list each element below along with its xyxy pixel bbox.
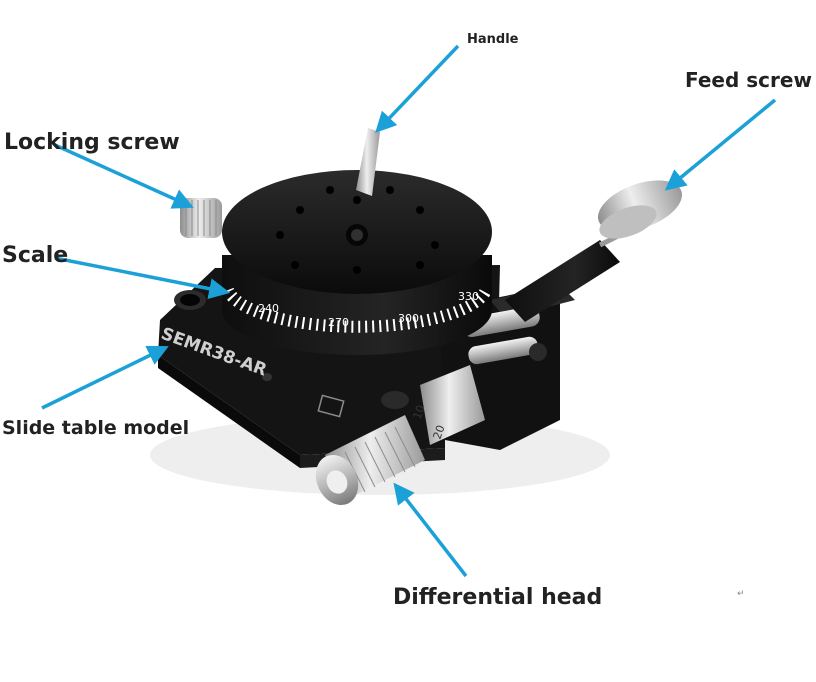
rotary-table: 240 270 300 330 bbox=[222, 170, 492, 355]
scale-number: 330 bbox=[458, 290, 479, 303]
scale-number: 270 bbox=[328, 316, 349, 329]
handle-arrow bbox=[375, 44, 460, 134]
scale-number: 240 bbox=[258, 302, 279, 315]
locking-screw-label: Locking screw bbox=[4, 130, 180, 155]
micrometer-number: 10 bbox=[411, 403, 428, 421]
feed-screw-arrow bbox=[664, 98, 777, 191]
differential-head: 10 20 bbox=[315, 365, 485, 506]
scale-arrow bbox=[54, 256, 231, 300]
feed-screw-assembly bbox=[505, 180, 683, 322]
differential-head-label: Differential head bbox=[393, 585, 603, 610]
model-arrow bbox=[41, 345, 169, 410]
handle-label: Handle bbox=[467, 32, 519, 47]
differential-head-arrow bbox=[393, 482, 468, 578]
feed-screw-label: Feed screw bbox=[685, 68, 812, 92]
scale-number: 300 bbox=[398, 312, 419, 325]
handle-pin bbox=[356, 128, 380, 196]
brand-logo-mark bbox=[317, 394, 345, 418]
scale-label: Scale bbox=[2, 243, 69, 268]
guide-rod bbox=[468, 336, 538, 365]
micrometer-number: 20 bbox=[431, 423, 448, 441]
mounting-hole bbox=[381, 391, 409, 409]
locking-screw-arrow bbox=[54, 143, 194, 209]
slide-table-model-label: Slide table model bbox=[2, 417, 190, 439]
return-mark: ↵ bbox=[737, 589, 745, 599]
